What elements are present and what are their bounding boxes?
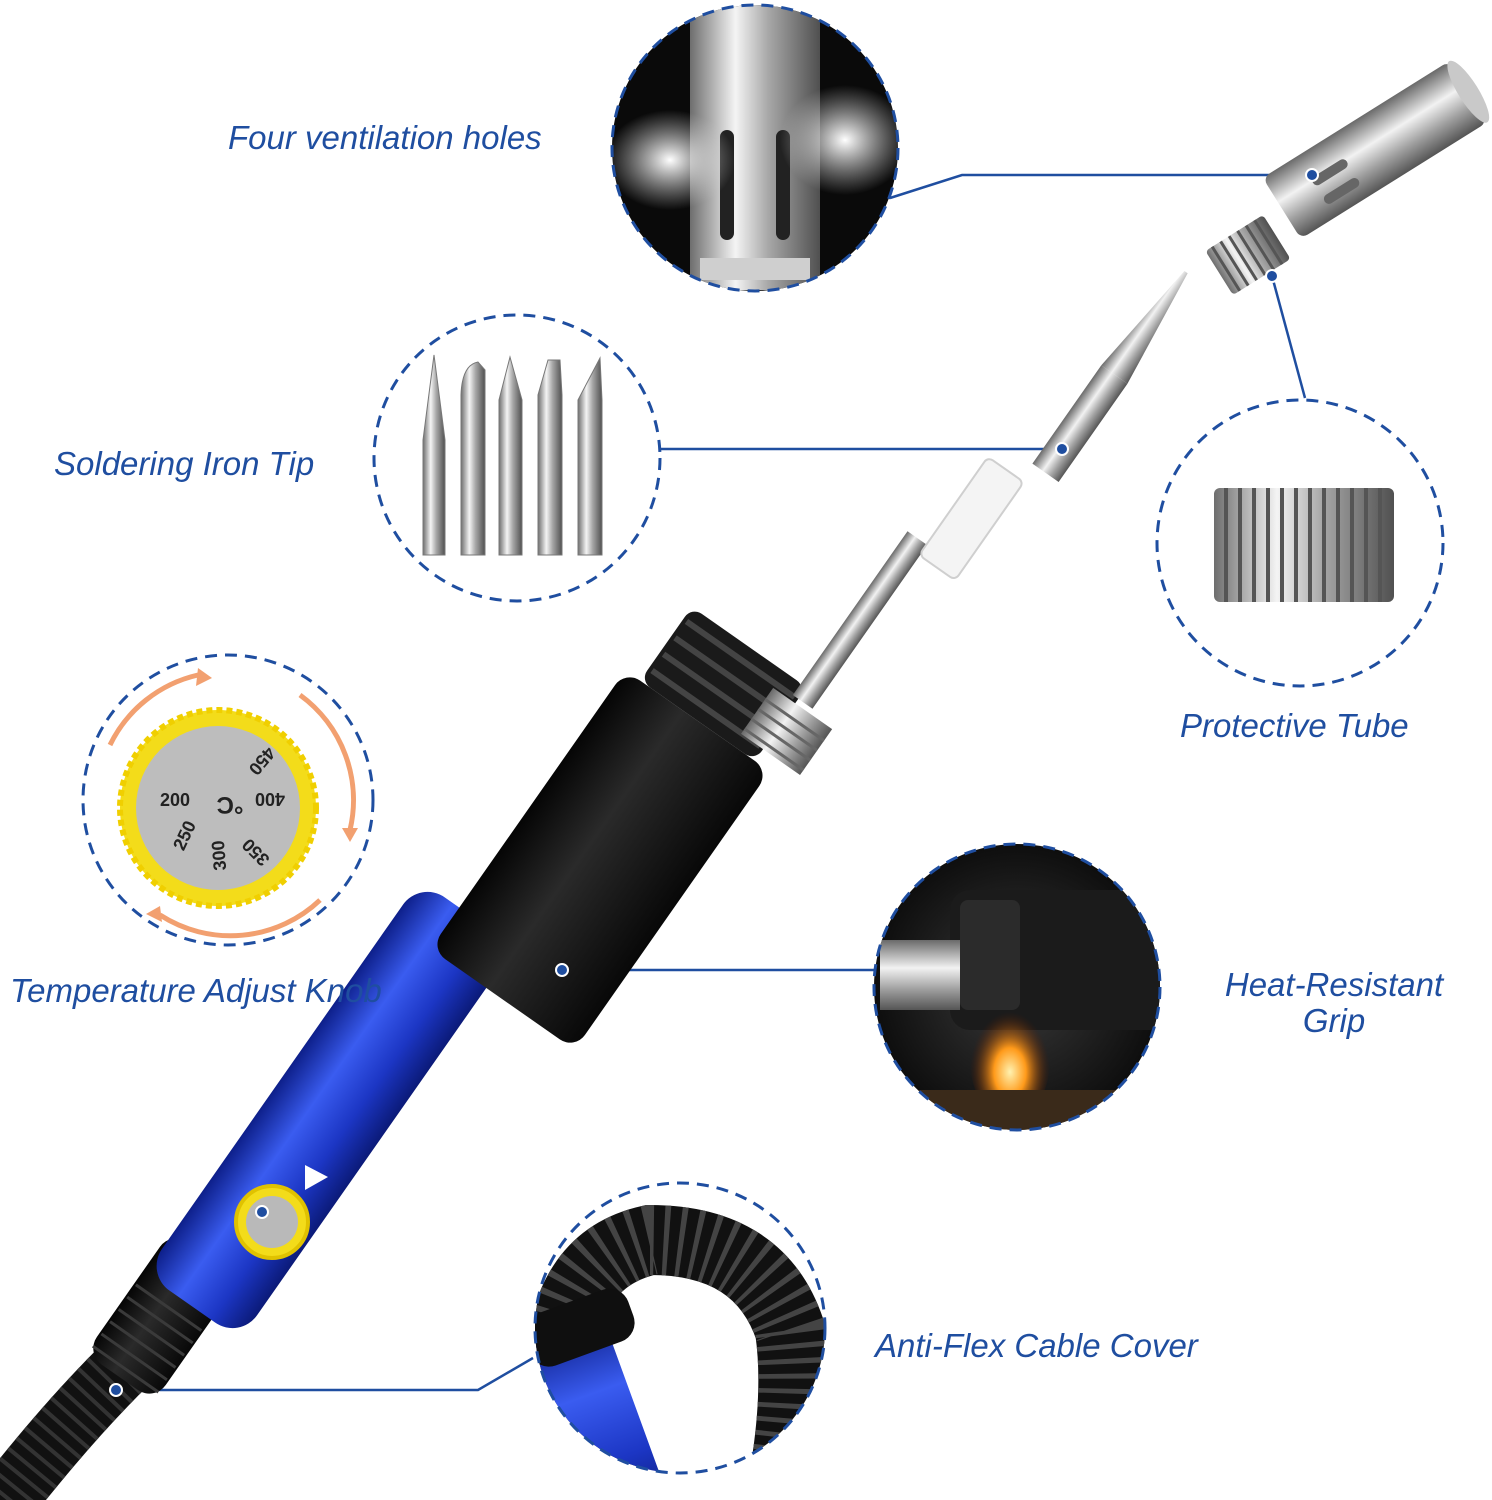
label-grip-line1: Heat-Resistant [1224,966,1444,1003]
tip-knife [577,356,603,556]
protective-detail [1155,398,1445,688]
label-temperature-knob: Temperature Adjust Knob [10,972,382,1009]
dial-value-300: 300 [208,840,231,872]
label-ventilation-holes: Four ventilation holes [228,119,542,156]
label-cable-cover: Anti-Flex Cable Cover [875,1327,1198,1364]
rotate-arrow-top-icon [107,672,199,747]
black-grip [437,677,763,1043]
label-protective-tube: Protective Tube [1180,707,1409,744]
leader-dots [109,168,1319,1397]
handle-knob [234,1184,310,1260]
cable-detail [533,1181,827,1475]
leader-cable [116,1356,534,1392]
ventilation-dashed-ring [610,3,900,293]
ventilation-detail [610,3,900,293]
leader-ventilation [889,173,1312,200]
dial-unit: °C [217,791,244,818]
tip-conical [422,354,446,556]
tip-point [1101,270,1188,384]
tip-screwdriver [537,359,563,556]
tip-chisel [498,355,523,556]
tip-bevel [460,361,486,556]
knob-detail: °C 200 250 300 350 400 450 [81,653,375,947]
cable-dashed-ring [533,1181,827,1475]
knob-face [136,726,300,890]
label-heat-resistant-grip: Heat-Resistant Grip [1204,967,1464,1039]
soldering-iron [0,60,1490,1500]
dial-value-200: 200 [160,790,190,810]
ceramic-heater [920,458,1023,580]
label-grip-line2: Grip [1302,1002,1366,1039]
grip-detail [872,842,1162,1132]
dial-value-400: 400 [255,789,285,809]
sleeve-barrel [1265,64,1485,236]
rotate-arrow-bottom-icon [158,898,322,939]
tips-detail [372,313,662,603]
tip-body [1032,365,1128,482]
metal-shaft [792,531,928,709]
label-soldering-tip: Soldering Iron Tip [54,445,315,482]
grip-dashed-ring [872,842,1162,1132]
handle-arrow-icon [305,1165,328,1190]
rotate-arrow-right-icon [298,692,356,831]
leader-protective [1270,275,1307,399]
knurled-nut [1206,216,1290,294]
